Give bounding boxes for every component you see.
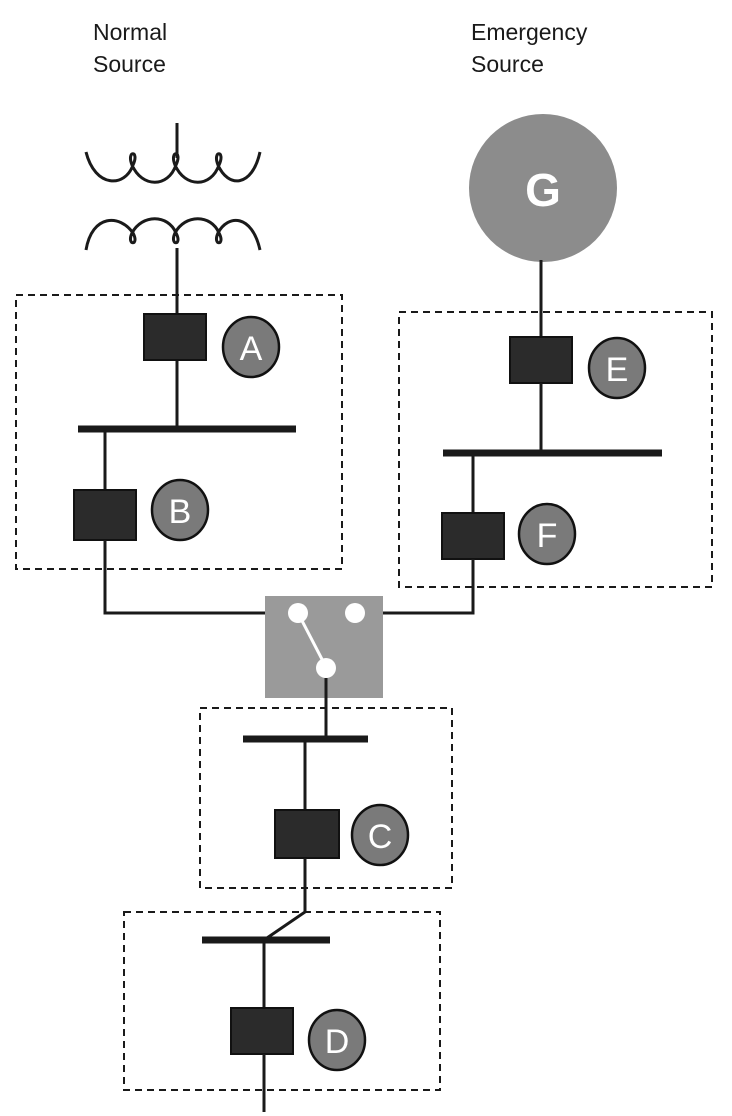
normal-source-label-line1: Normal [93, 19, 167, 45]
breaker-f-badge: F [517, 502, 577, 566]
breaker-e[interactable] [509, 336, 573, 384]
breaker-d-label: D [325, 1023, 350, 1061]
protection-zone-normal [15, 294, 343, 570]
generator-icon: G [469, 114, 617, 262]
breaker-e-label: E [606, 351, 629, 389]
breaker-a[interactable] [143, 313, 207, 361]
breaker-f[interactable] [441, 512, 505, 560]
breaker-a-badge: A [221, 315, 281, 379]
breaker-f-label: F [537, 517, 558, 555]
breaker-d-badge: D [307, 1008, 367, 1072]
wire-c-to-zone-d [263, 858, 307, 942]
generator-label: G [525, 164, 561, 216]
protection-zone-d [123, 911, 441, 1091]
breaker-b[interactable] [73, 489, 137, 541]
breaker-e-badge: E [587, 336, 647, 400]
emergency-source-label-line1: Emergency [471, 19, 588, 45]
breaker-c[interactable] [274, 809, 340, 859]
transfer-switch-icon[interactable] [265, 596, 383, 698]
wire-f-to-transfer-switch [355, 559, 475, 615]
breaker-b-label: B [169, 493, 192, 531]
normal-source-label-line2: Source [93, 51, 166, 77]
breaker-a-label: A [240, 330, 263, 368]
transformer-icon [84, 123, 262, 318]
protection-zone-emergency [398, 311, 713, 588]
emergency-source-label-line2: Source [471, 51, 544, 77]
breaker-b-badge: B [150, 478, 210, 542]
breaker-c-label: C [368, 818, 393, 856]
breaker-d[interactable] [230, 1007, 294, 1055]
breaker-c-badge: C [350, 803, 410, 867]
wire-b-to-transfer-switch [103, 540, 298, 615]
